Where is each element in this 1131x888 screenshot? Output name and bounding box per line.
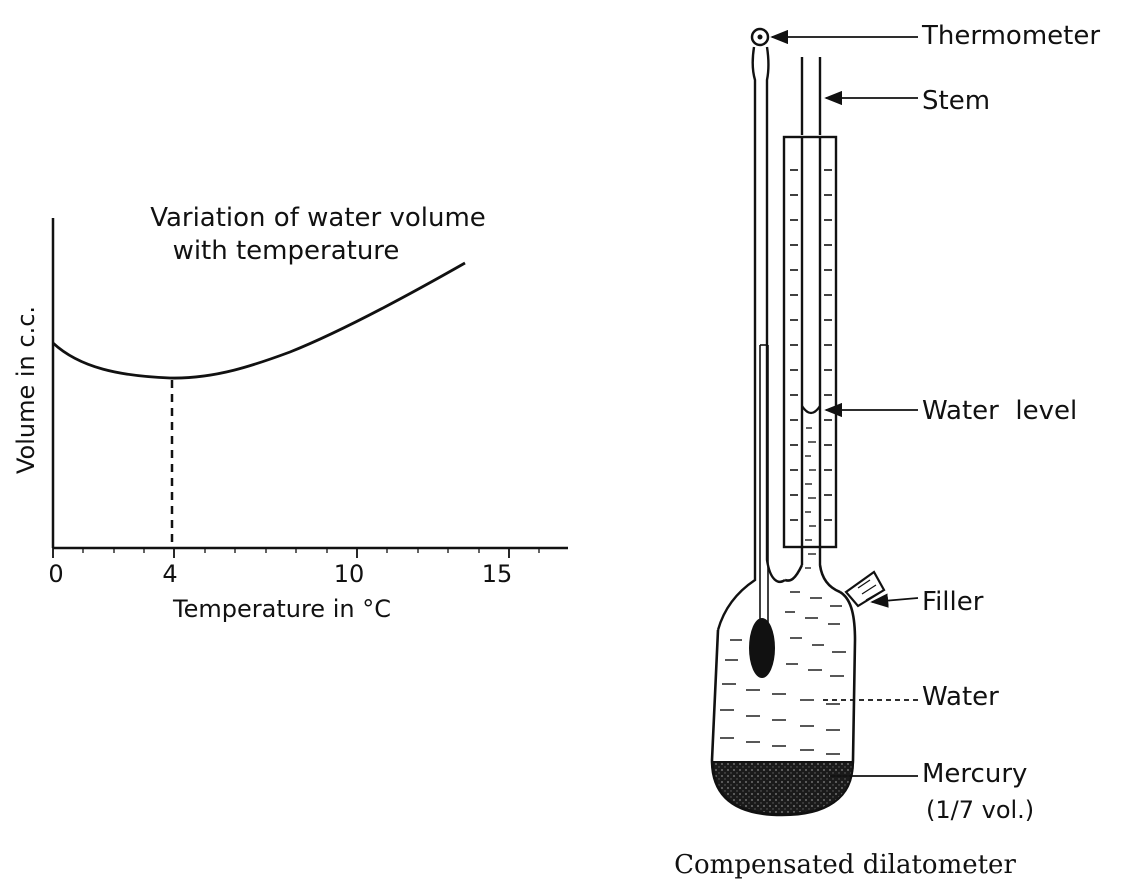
scale-marks-left	[790, 169, 798, 521]
filler-stopper	[844, 570, 886, 608]
stem-water	[805, 427, 816, 569]
leader-filler	[870, 593, 919, 608]
tick-label-15: 15	[482, 560, 513, 588]
label-thermometer: Thermometer	[921, 21, 1100, 51]
volume-curve	[52, 261, 466, 380]
x-axis-minor-ticks	[82, 548, 540, 553]
graduated-jacket	[782, 135, 838, 565]
label-stem: Stem	[922, 86, 990, 116]
leader-lines	[770, 29, 919, 777]
thermometer-ring	[750, 27, 770, 47]
thermometer-tube	[716, 46, 786, 631]
dilatometer-apparatus: Thermometer Stem Water level Filler Wate…	[674, 21, 1100, 880]
water-meniscus	[801, 405, 821, 415]
y-axis-label: Volume in c.c.	[12, 306, 40, 474]
label-water-level: Water level	[922, 396, 1077, 426]
caption: Compensated dilatometer	[674, 850, 1016, 880]
tick-label-10: 10	[334, 560, 365, 588]
mercury-pool	[711, 761, 855, 816]
scale-marks-right	[824, 169, 832, 521]
tick-label-4: 4	[162, 560, 177, 588]
label-filler: Filler	[922, 587, 984, 617]
thermometer-bulb	[749, 618, 775, 678]
volume-temperature-graph: 0 4 10 15 Variation of water volume with…	[12, 203, 568, 623]
flask-water	[720, 591, 846, 755]
label-water: Water	[922, 682, 999, 712]
tick-label-0: 0	[48, 560, 63, 588]
stem-tube	[800, 57, 822, 135]
graph-title-line1: Variation of water volume	[150, 203, 486, 233]
x-axis-major-ticks	[52, 548, 510, 558]
x-axis-label: Temperature in °C	[172, 595, 391, 623]
label-mercury-volume: (1/7 vol.)	[926, 796, 1034, 824]
graph-title-line2: with temperature	[173, 236, 400, 266]
label-mercury: Mercury	[922, 759, 1027, 789]
